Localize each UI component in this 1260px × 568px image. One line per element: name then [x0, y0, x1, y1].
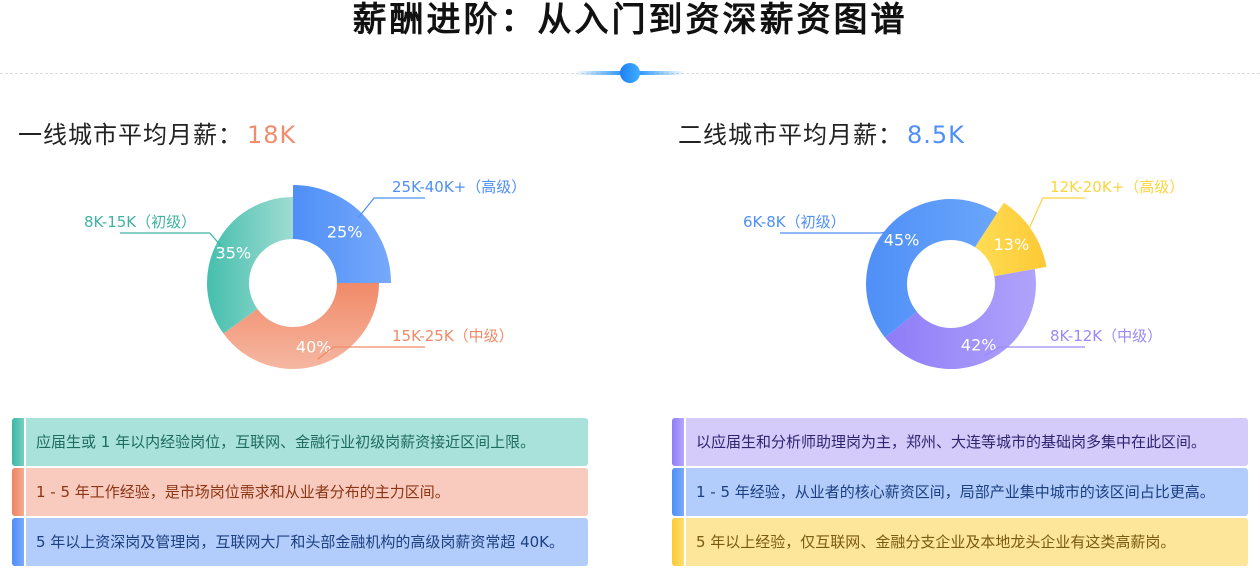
page-title: 薪酬进阶：从入门到资深薪资图谱 [352, 0, 908, 40]
tier2-leader-line-high [1026, 197, 1085, 234]
tier2-slice-high[interactable] [974, 202, 1047, 277]
tier2-note-gap [684, 468, 686, 516]
tier2-note-accent-bar [672, 418, 684, 466]
tier2-notes-panel: 以应届生和分析师助理岗为主，郑州、大连等城市的基础岗多集中在此区间。 1 - 5 … [672, 418, 1248, 568]
tier2-slice-label-high: 12K-20K+（高级） [1050, 178, 1184, 196]
tier2-slice-junior[interactable] [866, 199, 998, 338]
tier2-note-accent-bar [672, 468, 684, 516]
tier1-slice-label-junior: 8K-15K（初级） [84, 213, 196, 231]
tier2-note-text: 以应届生和分析师助理岗为主，郑州、大连等城市的基础岗多集中在此区间。 [696, 433, 1207, 451]
tier1-slice-high[interactable] [293, 185, 391, 283]
tier2-leader-line-mid [983, 346, 1085, 357]
tier1-leader-line-junior [120, 232, 223, 248]
tier2-heading: 二线城市平均月薪：8.5K [678, 118, 965, 152]
tier1-notes-panel: 应届生或 1 年以内经验岗位，互联网、金融行业初级岗薪资接近区间上限。 1 - 5… [12, 418, 588, 568]
tier1-slice-percent-mid: 40% [296, 338, 332, 357]
tier2-slice-percent-mid: 42% [961, 335, 997, 354]
tier1-slice-percent-junior: 35% [216, 244, 252, 263]
tier2-slice-label-mid: 8K-12K（中级） [1050, 327, 1162, 345]
tier2-slice-mid[interactable] [884, 268, 1036, 369]
tier1-note-row: 5 年以上资深岗及管理岗，互联网大厂和头部金融机构的高级岗薪资常超 40K。 [12, 518, 588, 566]
tier2-heading-label: 二线城市平均月薪： [678, 121, 903, 149]
divider-dot-icon [620, 63, 640, 83]
tier1-heading: 一线城市平均月薪：18K [18, 118, 296, 152]
tier2-note-row: 1 - 5 年经验，从业者的核心薪资区间，局部产业集中城市的该区间占比更高。 [672, 468, 1248, 516]
tier1-note-row: 1 - 5 年工作经验，是市场岗位需求和从业者分布的主力区间。 [12, 468, 588, 516]
tier2-note-text: 1 - 5 年经验，从业者的核心薪资区间，局部产业集中城市的该区间占比更高。 [696, 483, 1215, 501]
tier1-note-accent-bar [12, 518, 24, 566]
tier1-note-gap [24, 468, 26, 516]
tier1-note-row: 应届生或 1 年以内经验岗位，互联网、金融行业初级岗薪资接近区间上限。 [12, 418, 588, 466]
tier1-average-salary: 18K [247, 121, 297, 149]
tier2-donut-chart: 13% 12K-20K+（高级） 42% 8K-12K（中级） 45% 6K-8K（初级） [743, 178, 1184, 369]
tier1-leader-line-mid [317, 346, 425, 360]
tier1-note-text: 5 年以上资深岗及管理岗，互联网大厂和头部金融机构的高级岗薪资常超 40K。 [36, 533, 565, 551]
tier2-note-row: 以应届生和分析师助理岗为主，郑州、大连等城市的基础岗多集中在此区间。 [672, 418, 1248, 466]
tier2-note-gap [684, 518, 686, 566]
tier1-note-text: 应届生或 1 年以内经验岗位，互联网、金融行业初级岗薪资接近区间上限。 [36, 433, 536, 451]
tier2-leader-line-junior [780, 230, 893, 234]
tier1-leader-line-high [357, 197, 425, 219]
tier1-heading-label: 一线城市平均月薪： [18, 121, 243, 149]
tier1-note-gap [24, 518, 26, 566]
tier1-slice-label-high: 25K-40K+（高级） [392, 178, 526, 196]
tier1-note-text: 1 - 5 年工作经验，是市场岗位需求和从业者分布的主力区间。 [36, 483, 450, 501]
tier1-donut-chart: 25% 25K-40K+（高级） 40% 15K-25K（中级） 35% 8K-15K（初… [84, 178, 526, 369]
tier2-note-text: 5 年以上经验，仅互联网、金融分支企业及本地龙头企业有这类高薪岗。 [696, 533, 1176, 551]
tier2-average-salary: 8.5K [907, 121, 965, 149]
tier1-note-gap [24, 418, 26, 466]
tier1-slice-label-mid: 15K-25K（中级） [392, 327, 514, 345]
tier2-note-gap [684, 418, 686, 466]
tier2-slice-percent-junior: 45% [884, 231, 920, 250]
tier1-slice-percent-high: 25% [327, 222, 363, 241]
tier2-slice-label-junior: 6K-8K（初级） [743, 213, 846, 231]
tier2-note-row: 5 年以上经验，仅互联网、金融分支企业及本地龙头企业有这类高薪岗。 [672, 518, 1248, 566]
tier1-slice-junior[interactable] [207, 197, 293, 334]
tier1-note-accent-bar [12, 468, 24, 516]
tier2-note-accent-bar [672, 518, 684, 566]
tier1-note-accent-bar [12, 418, 24, 466]
tier2-slice-percent-high: 13% [994, 235, 1030, 254]
